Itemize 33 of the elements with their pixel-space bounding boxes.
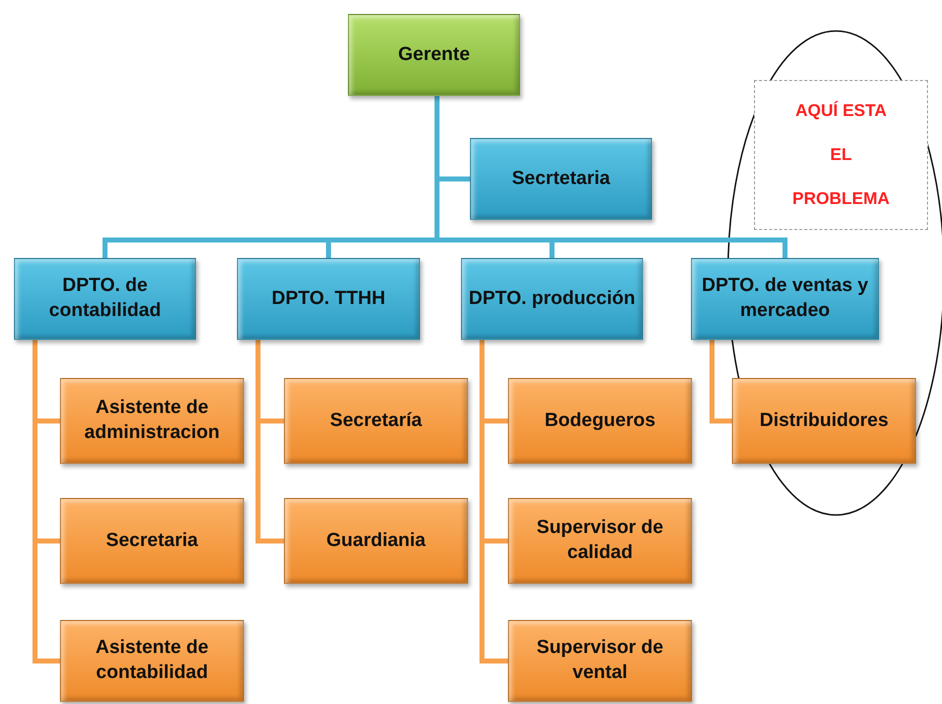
box-label: DPTO. de ventas y mercadeo — [700, 274, 870, 323]
box-label: DPTO. TTHH — [272, 286, 386, 311]
box-label: Bodegueros — [544, 408, 656, 433]
box-label: Supervisor de vental — [536, 636, 664, 685]
box-label: Gerente — [398, 42, 470, 67]
box-label: Asistente de administracion — [83, 396, 221, 445]
box-label: Asistente de contabilidad — [94, 636, 210, 685]
box-label: Supervisor de calidad — [536, 516, 664, 565]
staff-box — [508, 378, 692, 464]
staff-box — [60, 498, 244, 584]
department-box — [14, 258, 196, 340]
box-label: Distribuidores — [760, 408, 888, 433]
department-box — [691, 258, 879, 340]
manager-box — [348, 14, 520, 96]
staff-box — [732, 378, 916, 464]
box-label: Secrtetaria — [512, 166, 610, 191]
note-box — [754, 80, 928, 230]
box-label: Secretaria — [106, 528, 198, 553]
connector-line — [710, 340, 732, 424]
staff-box — [284, 378, 468, 464]
department-box — [470, 138, 652, 220]
box-label: DPTO. producción — [468, 286, 636, 311]
staff-box — [60, 378, 244, 464]
box-label: Secretaría — [330, 408, 422, 433]
department-box — [461, 258, 643, 340]
box-label: Guardiania — [326, 528, 426, 553]
department-box — [237, 258, 420, 340]
staff-box — [60, 620, 244, 702]
staff-box — [284, 498, 468, 584]
warning-note-text: AQUÍ ESTA EL PROBLEMA — [791, 100, 891, 210]
box-label: DPTO. de contabilidad — [48, 274, 162, 323]
staff-box — [508, 620, 692, 702]
staff-box — [508, 498, 692, 584]
